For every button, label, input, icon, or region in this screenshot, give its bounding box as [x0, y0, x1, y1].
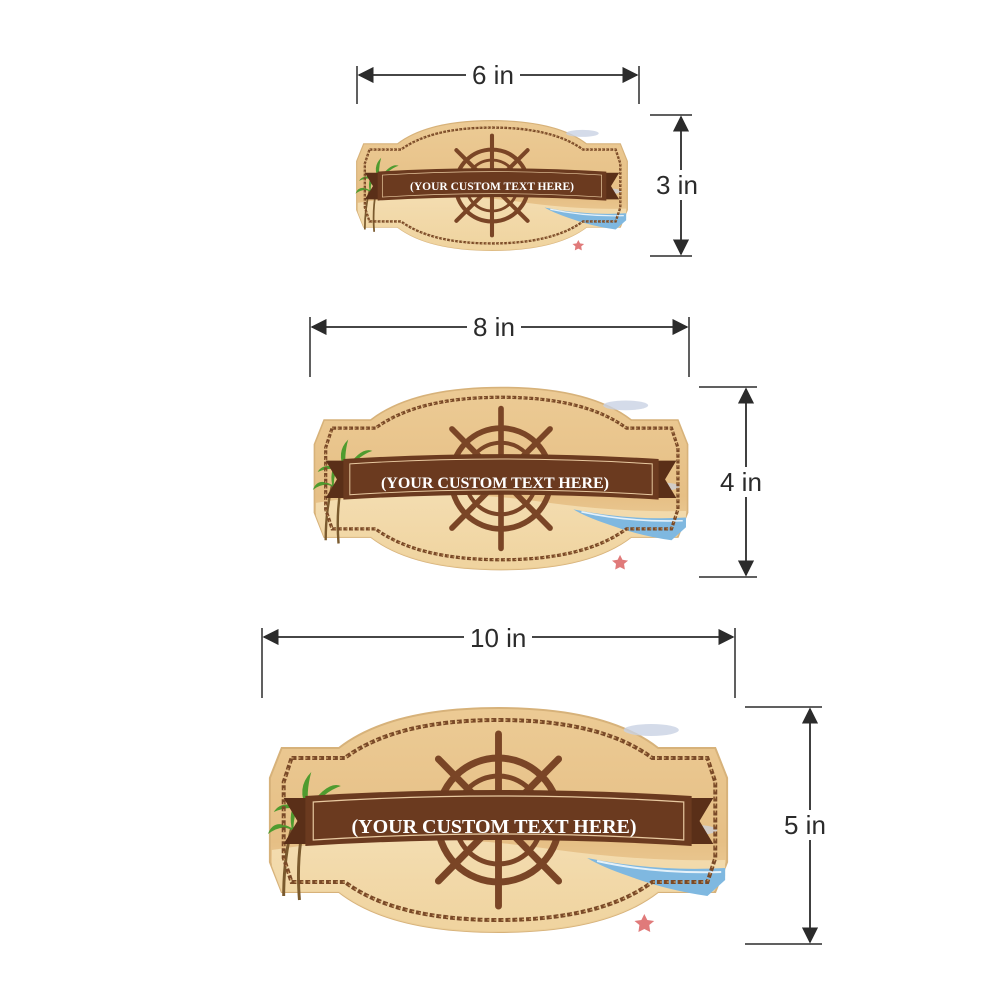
width-label-medium: 8 in: [467, 312, 521, 342]
height-label-medium: 4 in: [714, 467, 768, 497]
banner-text-large: (YOUR CUSTOM TEXT HERE): [351, 816, 636, 838]
height-label-small: 3 in: [650, 170, 704, 200]
height-label-large: 5 in: [778, 810, 832, 840]
width-label-small: 6 in: [466, 60, 520, 90]
sign-small: (YOUR CUSTOM TEXT HERE): [355, 66, 692, 257]
width-label-large: 10 in: [464, 623, 533, 653]
banner-text-small: (YOUR CUSTOM TEXT HERE): [410, 181, 574, 193]
banner-text-medium: (YOUR CUSTOM TEXT HERE): [381, 475, 609, 492]
sign-medium: (YOUR CUSTOM TEXT HERE): [309, 317, 757, 578]
sign-large: (YOUR CUSTOM TEXT HERE): [261, 628, 822, 945]
